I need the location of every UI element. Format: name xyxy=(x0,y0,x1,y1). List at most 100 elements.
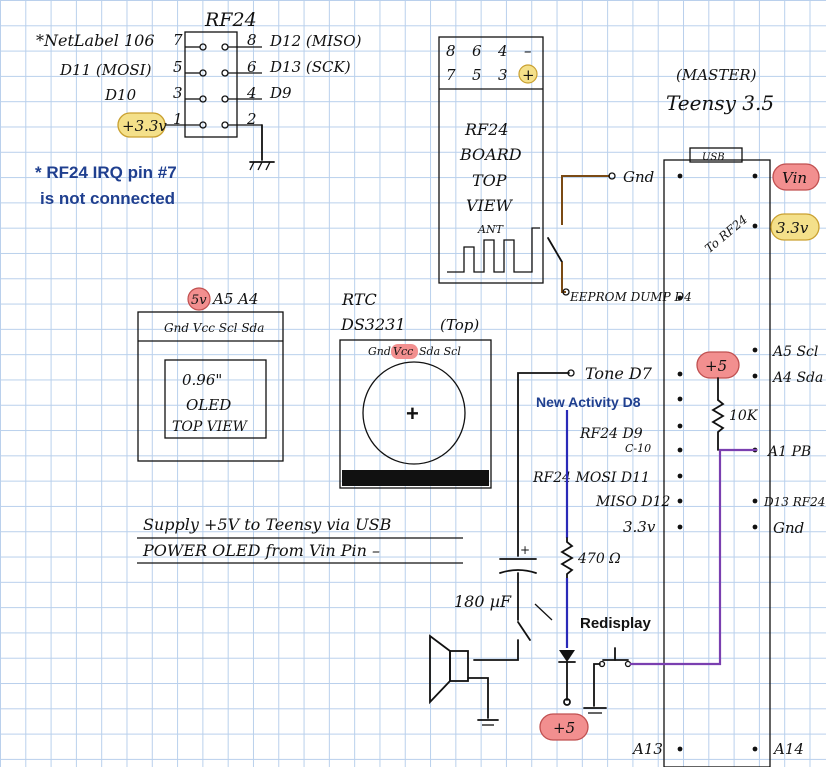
resistor-10k-label: 10K xyxy=(729,408,759,424)
rf24-pin-8: 8 xyxy=(247,31,257,49)
oled-5v-badge-text: 5v xyxy=(191,293,207,308)
capacitor-plus: + xyxy=(520,543,530,557)
rf24-label-mosi: D11 (MOSI) xyxy=(59,61,152,79)
teensy-left-pins xyxy=(677,173,683,752)
rf24-board-label-4: VIEW xyxy=(466,196,514,215)
resistor-10k xyxy=(711,399,725,451)
led-supply-badge xyxy=(539,713,589,741)
supply-3v3-badge xyxy=(117,112,166,138)
oled-line2: OLED xyxy=(186,396,231,414)
speaker-cone xyxy=(429,634,451,705)
rtc-vcc-badge xyxy=(391,344,418,359)
teensy-pin-d12: MISO D12 xyxy=(595,494,671,510)
to-rf24-label: To RF24 xyxy=(702,212,750,255)
rtc-pin-rest: Sda Scl xyxy=(419,345,461,358)
note-line2: POWER OLED from Vin Pin – xyxy=(142,541,380,560)
oled-header-a5a4: A5 A4 xyxy=(211,290,259,308)
rf24-board-pin-3: 3 xyxy=(498,66,508,84)
oled-outline xyxy=(137,311,284,462)
redisplay-wire xyxy=(630,448,757,666)
rf24-board-label-1: RF24 xyxy=(464,120,509,139)
teensy-pin-a13: A13 xyxy=(631,740,663,758)
oled-line1: 0.96" xyxy=(182,371,222,389)
teensy-pin-c10: C-10 xyxy=(625,442,651,455)
tone-wire xyxy=(517,372,570,557)
rtc-title: RTC xyxy=(341,290,377,309)
rf24-header-title: RF24 xyxy=(204,9,257,31)
rf24-header: RF24 *NetLabel 106 D11 (MOSI) D10 D12 (M… xyxy=(36,9,362,171)
vin-badge-text: Vin xyxy=(782,169,807,187)
rf24-header-pins xyxy=(165,43,275,171)
teensy-pin-d11: RF24 MOSI D11 xyxy=(532,470,650,486)
rf24-pin-4: 4 xyxy=(246,84,257,102)
battery-plus-icon: + xyxy=(406,401,419,426)
rtc-pin-gnd: Gnd xyxy=(368,345,391,358)
speaker-magnet xyxy=(449,650,469,682)
teensy-role: (MASTER) xyxy=(676,66,757,84)
teensy-right-pins xyxy=(752,173,758,752)
oled-screen xyxy=(164,359,267,439)
rf24-board-plus-badge xyxy=(518,64,538,84)
oled-pins: Gnd Vcc Scl Sda xyxy=(164,321,264,335)
capacitor-label: 180 µF xyxy=(454,592,512,611)
pcb-antenna-trace xyxy=(447,227,540,273)
rf24-pin-7: 7 xyxy=(173,31,183,49)
vin-badge xyxy=(772,163,820,191)
led-supply-badge-text: +5 xyxy=(553,719,575,737)
teensy-pin-a1: A1 PB xyxy=(766,444,811,460)
eeprom-switch-lever xyxy=(547,237,563,263)
redisplay-label: Redisplay xyxy=(580,615,652,632)
supply-3v3-badge-text: +3.3v xyxy=(122,117,167,135)
rf24-label-miso: D12 (MISO) xyxy=(269,32,362,50)
irq-note-line1: * RF24 IRQ pin #7 xyxy=(35,163,177,182)
oled-line3: TOP VIEW xyxy=(172,419,249,435)
rf24-pin-3: 3 xyxy=(173,84,183,102)
rf24-label-sck: D13 (SCK) xyxy=(269,58,351,76)
teensy-pin-gnd-right: Gnd xyxy=(773,519,804,537)
teensy-pin-a14: A14 xyxy=(772,740,804,758)
teensy-pin-d9: RF24 D9 xyxy=(579,426,643,442)
rf24-pin-5: 5 xyxy=(173,58,183,76)
rtc-pin-strip xyxy=(342,470,489,486)
netlabel-text: *NetLabel 106 xyxy=(36,31,155,50)
teensy-3v3-badge-text: 3.3v xyxy=(776,219,809,237)
led-diode xyxy=(559,650,575,662)
rf24-board: 8 6 4 – 7 5 3 + RF24 BOARD TOP VIEW ANT xyxy=(438,36,544,284)
rtc-module: RTC DS3231 (Top) Gnd Vcc Sda Scl + xyxy=(339,290,492,489)
rf24-label-d9: D9 xyxy=(269,84,292,102)
oled-5v-badge xyxy=(187,287,211,311)
teensy-pin-a5: A5 Scl xyxy=(771,344,818,360)
rf24-board-pin-4: 4 xyxy=(497,42,508,60)
rf24-label-d10: D10 xyxy=(104,86,137,104)
rf24-board-pin-5: 5 xyxy=(472,66,482,84)
teensy-pin-d7: Tone D7 xyxy=(585,364,653,383)
rf24-header-outline xyxy=(184,31,238,138)
usb-connector xyxy=(689,147,743,163)
rf24-board-pin-plus: + xyxy=(522,66,535,84)
rtc-outline xyxy=(339,339,492,489)
oled-module: 5v A5 A4 Gnd Vcc Scl Sda 0.96" OLED TOP … xyxy=(137,287,284,462)
rf24-pin-6: 6 xyxy=(247,58,257,76)
rtc-part: DS3231 xyxy=(340,315,406,334)
teensy-pin-d8: New Activity D8 xyxy=(536,394,641,410)
rtc-battery xyxy=(362,361,466,465)
supply-notes: Supply +5V to Teensy via USB POWER OLED … xyxy=(137,515,463,564)
rtc-pin-vcc: Vcc xyxy=(393,345,413,358)
teensy-3v3-badge xyxy=(770,213,820,241)
note-line1: Supply +5V to Teensy via USB xyxy=(143,515,392,534)
rf24-pin-1: 1 xyxy=(173,110,183,128)
cap-switch-lever xyxy=(517,621,531,641)
rf24-board-outline xyxy=(438,36,544,284)
teensy-pin-d4: EEPROM DUMP D4 xyxy=(569,290,692,304)
teensy-pin-3v3-left: 3.3v xyxy=(623,518,656,536)
teensy-pin-d13: D13 RF24 xyxy=(763,495,825,509)
rf24-board-pin-6: 6 xyxy=(472,42,482,60)
teensy-pin-gnd-left: Gnd xyxy=(623,168,654,186)
teensy-outline xyxy=(663,159,771,767)
rf24-pin-2: 2 xyxy=(246,110,257,128)
pullup-badge-text: +5 xyxy=(705,357,727,375)
capacitor-plate-bottom xyxy=(499,569,537,574)
rf24-board-pin-minus: – xyxy=(524,42,532,60)
rf24-gnd-and-eeprom-wires xyxy=(547,172,616,296)
